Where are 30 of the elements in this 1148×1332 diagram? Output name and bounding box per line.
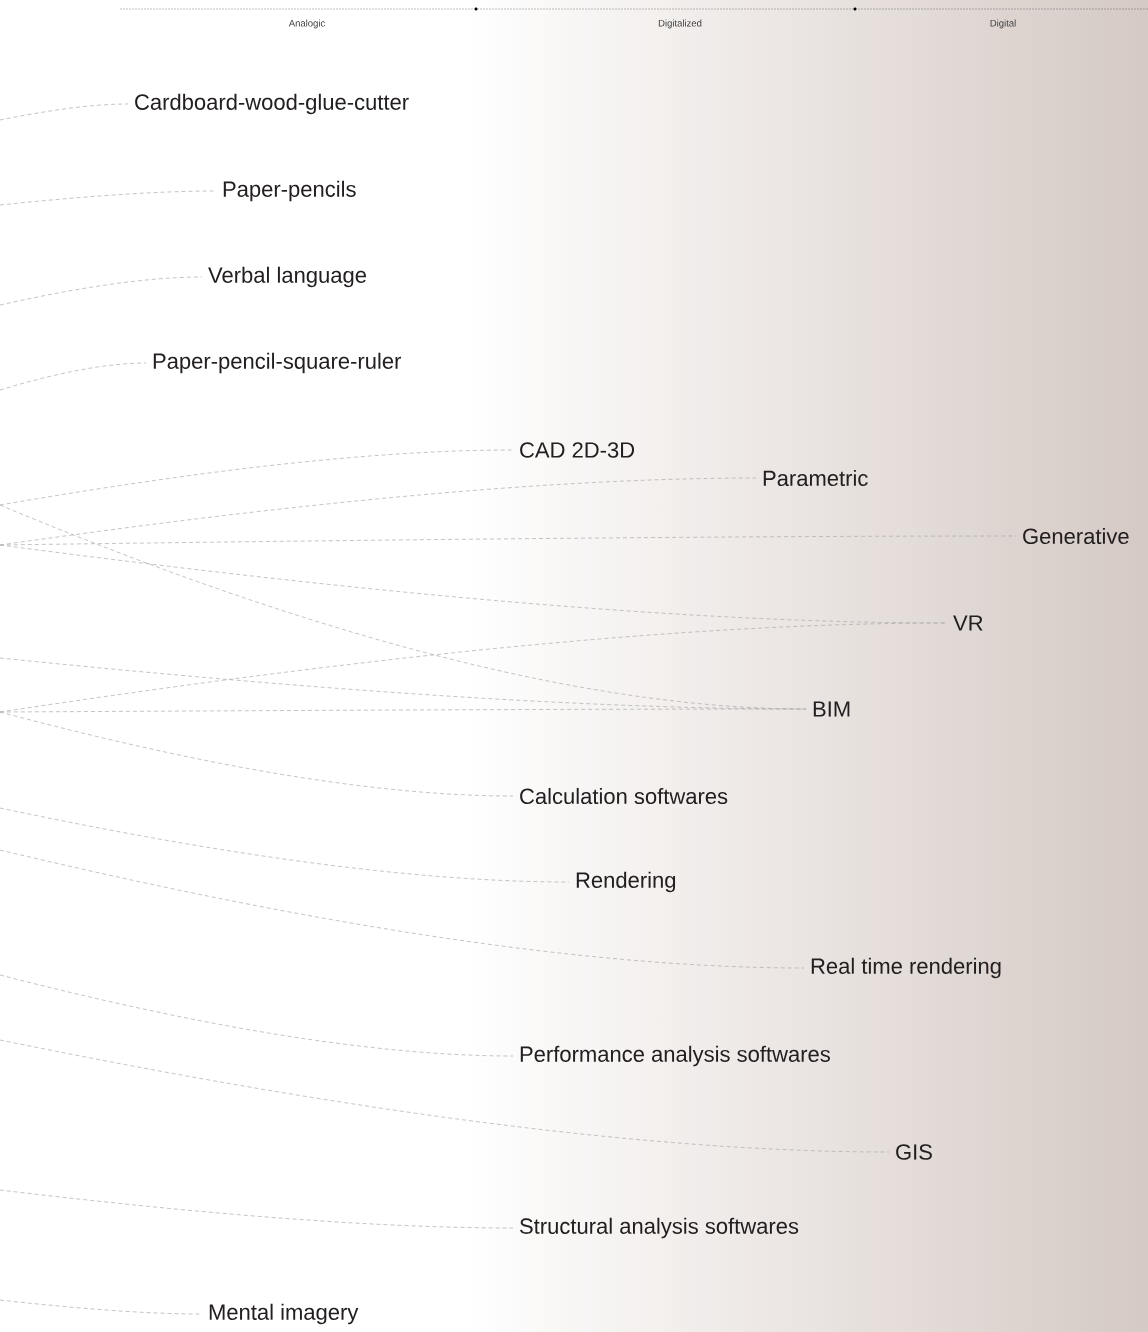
- connector-line: [0, 708, 807, 713]
- item-label: Performance analysis softwares: [520, 1045, 830, 1067]
- item-label: Paper-pencil-square-ruler: [153, 352, 402, 374]
- axis-label: Analogic: [288, 19, 325, 29]
- item-label: Cardboard-wood-glue-cutter: [135, 93, 409, 115]
- connector-line: [0, 849, 805, 969]
- item-label: Calculation softwares: [520, 787, 728, 805]
- item-label: Rendering: [576, 871, 676, 893]
- connector-line: [0, 103, 129, 121]
- connector-line: [0, 974, 514, 1057]
- item-label: Real time rendering: [811, 957, 1001, 979]
- connector-line: [0, 362, 147, 391]
- connector-line: [0, 276, 203, 306]
- connector-line: [0, 1189, 514, 1229]
- item-label: Mental imagery: [209, 1303, 359, 1325]
- item-label: BIM: [813, 701, 850, 717]
- item-label: Generative: [1023, 527, 1129, 545]
- axis-label: Digitalized: [658, 19, 702, 29]
- axis-label: Digital: [990, 19, 1016, 29]
- item-label: Verbal language: [208, 266, 366, 288]
- item-label: Paper-pencils: [223, 180, 356, 202]
- item-label: Structural analysis softwares: [520, 1217, 799, 1239]
- item-label: GIS: [896, 1144, 932, 1160]
- connector-line: [0, 807, 570, 883]
- connector-line: [0, 1039, 890, 1153]
- item-label: Parametric: [763, 469, 868, 487]
- connector-line: [0, 711, 514, 797]
- item-label: CAD 2D-3D: [520, 442, 635, 458]
- item-label: VR: [953, 615, 983, 631]
- connector-line: [0, 535, 1017, 546]
